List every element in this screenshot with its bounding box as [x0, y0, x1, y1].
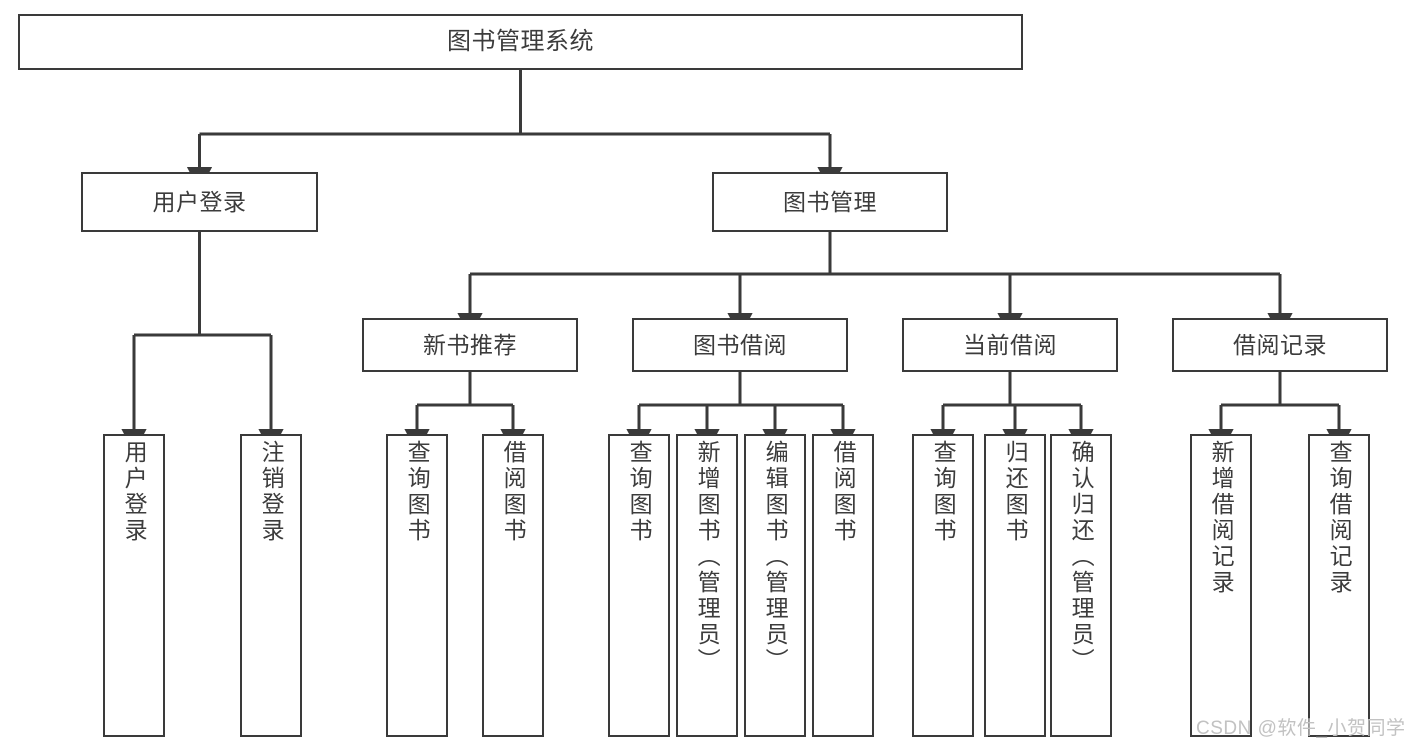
node-leaf-6[interactable]: 编辑图书（管理员）	[744, 434, 806, 737]
node-label: 查询图书	[404, 440, 431, 544]
watermark-text: CSDN @软件_小贺同学	[1196, 718, 1405, 739]
node-leaf-7[interactable]: 借阅图书	[812, 434, 874, 737]
node-leaf-5[interactable]: 新增图书（管理员）	[676, 434, 738, 737]
node-label: 注销登录	[258, 440, 285, 544]
node-label: 当前借阅	[963, 331, 1057, 358]
node-l1-0[interactable]: 用户登录	[81, 172, 318, 232]
node-label: 查询借阅记录	[1326, 440, 1353, 596]
node-label: 新增图书（管理员）	[694, 440, 721, 674]
node-leaf-2[interactable]: 查询图书	[386, 434, 448, 737]
node-l2-0[interactable]: 新书推荐	[362, 318, 578, 372]
node-label: 确认归还（管理员）	[1068, 440, 1095, 674]
node-leaf-12[interactable]: 查询借阅记录	[1308, 434, 1370, 737]
node-label: 新增借阅记录	[1208, 440, 1235, 596]
node-label: 借阅记录	[1233, 331, 1327, 358]
node-leaf-10[interactable]: 确认归还（管理员）	[1050, 434, 1112, 737]
node-leaf-9[interactable]: 归还图书	[984, 434, 1046, 737]
node-label: 用户登录	[121, 440, 148, 544]
node-label: 借阅图书	[500, 440, 527, 544]
node-leaf-11[interactable]: 新增借阅记录	[1190, 434, 1252, 737]
node-label: 新书推荐	[423, 331, 517, 358]
node-label: 查询图书	[626, 440, 653, 544]
node-root[interactable]: 图书管理系统	[18, 14, 1023, 70]
node-label: 借阅图书	[830, 440, 857, 544]
node-l2-3[interactable]: 借阅记录	[1172, 318, 1388, 372]
node-label: 查询图书	[930, 440, 957, 544]
node-label: 编辑图书（管理员）	[762, 440, 789, 674]
node-label: 图书管理	[783, 188, 877, 215]
edge-group	[121, 70, 1352, 453]
node-leaf-0[interactable]: 用户登录	[103, 434, 165, 737]
node-l2-2[interactable]: 当前借阅	[902, 318, 1118, 372]
node-l2-1[interactable]: 图书借阅	[632, 318, 848, 372]
node-label: 图书借阅	[693, 331, 787, 358]
node-label: 归还图书	[1002, 440, 1029, 544]
node-leaf-3[interactable]: 借阅图书	[482, 434, 544, 737]
node-leaf-8[interactable]: 查询图书	[912, 434, 974, 737]
node-leaf-1[interactable]: 注销登录	[240, 434, 302, 737]
node-label: 图书管理系统	[447, 28, 594, 55]
node-label: 用户登录	[152, 188, 247, 215]
node-l1-1[interactable]: 图书管理	[712, 172, 948, 232]
node-leaf-4[interactable]: 查询图书	[608, 434, 670, 737]
